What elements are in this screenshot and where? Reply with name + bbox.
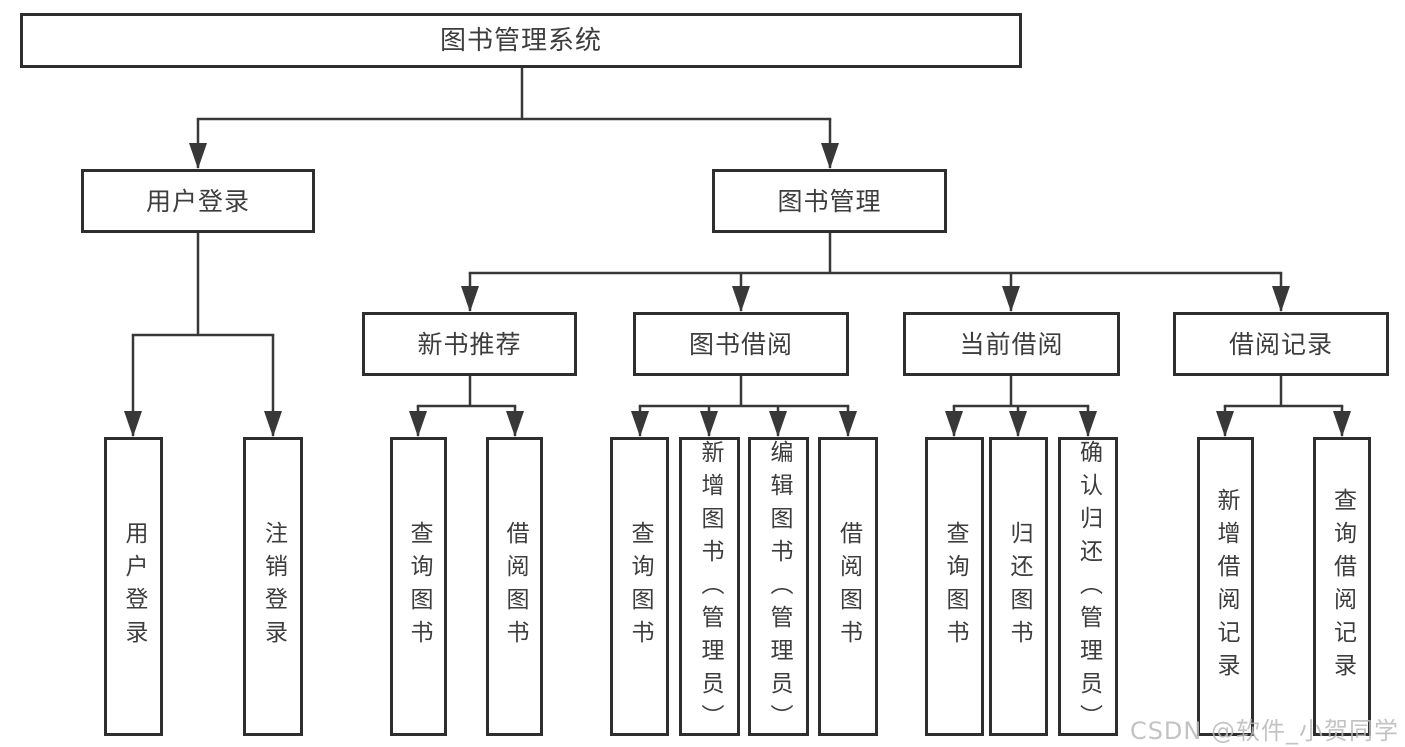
leaf-edit-book-admin: 编辑图书（管理员） (748, 437, 809, 737)
node-library-management-system: 图书管理系统 (20, 13, 1022, 68)
connectors-book-management-children (461, 233, 1290, 312)
connectors-user-login-children (124, 233, 282, 437)
leaf-user-login: 用户登录 (104, 437, 163, 736)
node-current-borrow: 当前借阅 (903, 312, 1120, 376)
connectors-current-borrow-children (945, 376, 1097, 437)
leaf-query-borrow-record: 查询借阅记录 (1313, 437, 1371, 736)
node-new-book-recommend: 新书推荐 (362, 312, 577, 376)
csdn-watermark: CSDN @软件_小贺同学 (1129, 717, 1399, 745)
connectors-borrow-records-children (1216, 376, 1351, 437)
node-user-login: 用户登录 (81, 169, 315, 233)
leaf-confirm-return-admin: 确认归还（管理员） (1058, 437, 1118, 737)
leaf-query-books-borrow: 查询图书 (610, 437, 669, 736)
leaf-logout: 注销登录 (243, 437, 303, 736)
node-borrow-records: 借阅记录 (1173, 312, 1389, 376)
connectors-new-book-recommend-children (409, 376, 524, 437)
leaf-borrow-books: 借阅图书 (818, 437, 878, 736)
node-book-management: 图书管理 (712, 169, 947, 233)
connectors-book-borrow-children (631, 376, 857, 437)
leaf-query-books-recommend: 查询图书 (390, 437, 447, 736)
leaf-add-book-admin: 新增图书（管理员） (679, 437, 740, 737)
leaf-return-book: 归还图书 (989, 437, 1048, 736)
connectors-root-to-level2 (189, 68, 839, 169)
leaf-borrow-books-recommend: 借阅图书 (486, 437, 543, 736)
leaf-query-books-current: 查询图书 (925, 437, 984, 736)
node-book-borrow: 图书借阅 (633, 312, 849, 376)
leaf-add-borrow-record: 新增借阅记录 (1197, 437, 1254, 736)
